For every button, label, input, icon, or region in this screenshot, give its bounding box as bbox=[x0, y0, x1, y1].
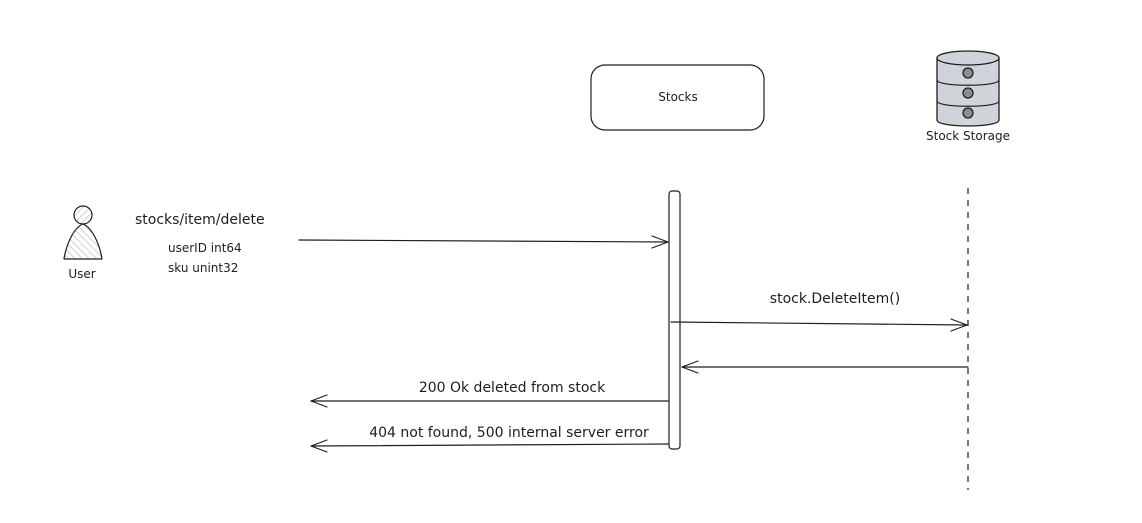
response-ok-label: 200 Ok deleted from stock bbox=[419, 380, 606, 396]
stocks-service: Stocks bbox=[590, 64, 765, 131]
user-actor: User bbox=[63, 205, 103, 281]
stocks-label: Stocks bbox=[658, 90, 697, 104]
storage-call-message: stock.DeleteItem() bbox=[670, 291, 968, 332]
storage-call-label: stock.DeleteItem() bbox=[770, 291, 900, 307]
storage-call-arrow bbox=[670, 318, 968, 332]
request-param-userid: userID int64 bbox=[168, 241, 242, 255]
database-icon bbox=[936, 50, 1000, 127]
response-error-message: 404 not found, 500 internal server error bbox=[310, 425, 669, 453]
request-label: stocks/item/delete bbox=[135, 212, 265, 228]
request-arrow bbox=[298, 235, 669, 249]
stock-storage-label: Stock Storage bbox=[926, 129, 1010, 143]
request-message: stocks/item/delete userID int64 sku unin… bbox=[135, 212, 669, 275]
user-label: User bbox=[68, 267, 95, 281]
response-error-label: 404 not found, 500 internal server error bbox=[369, 425, 649, 441]
response-ok-arrow bbox=[310, 394, 669, 408]
response-ok-message: 200 Ok deleted from stock bbox=[310, 380, 669, 408]
storage-return-arrow bbox=[681, 360, 969, 374]
user-icon bbox=[63, 205, 103, 260]
stocks-box bbox=[590, 64, 765, 131]
stocks-activation-bar bbox=[668, 190, 681, 450]
request-param-sku: sku unint32 bbox=[168, 261, 238, 275]
stock-storage: Stock Storage bbox=[926, 50, 1010, 143]
response-error-arrow bbox=[310, 439, 669, 453]
